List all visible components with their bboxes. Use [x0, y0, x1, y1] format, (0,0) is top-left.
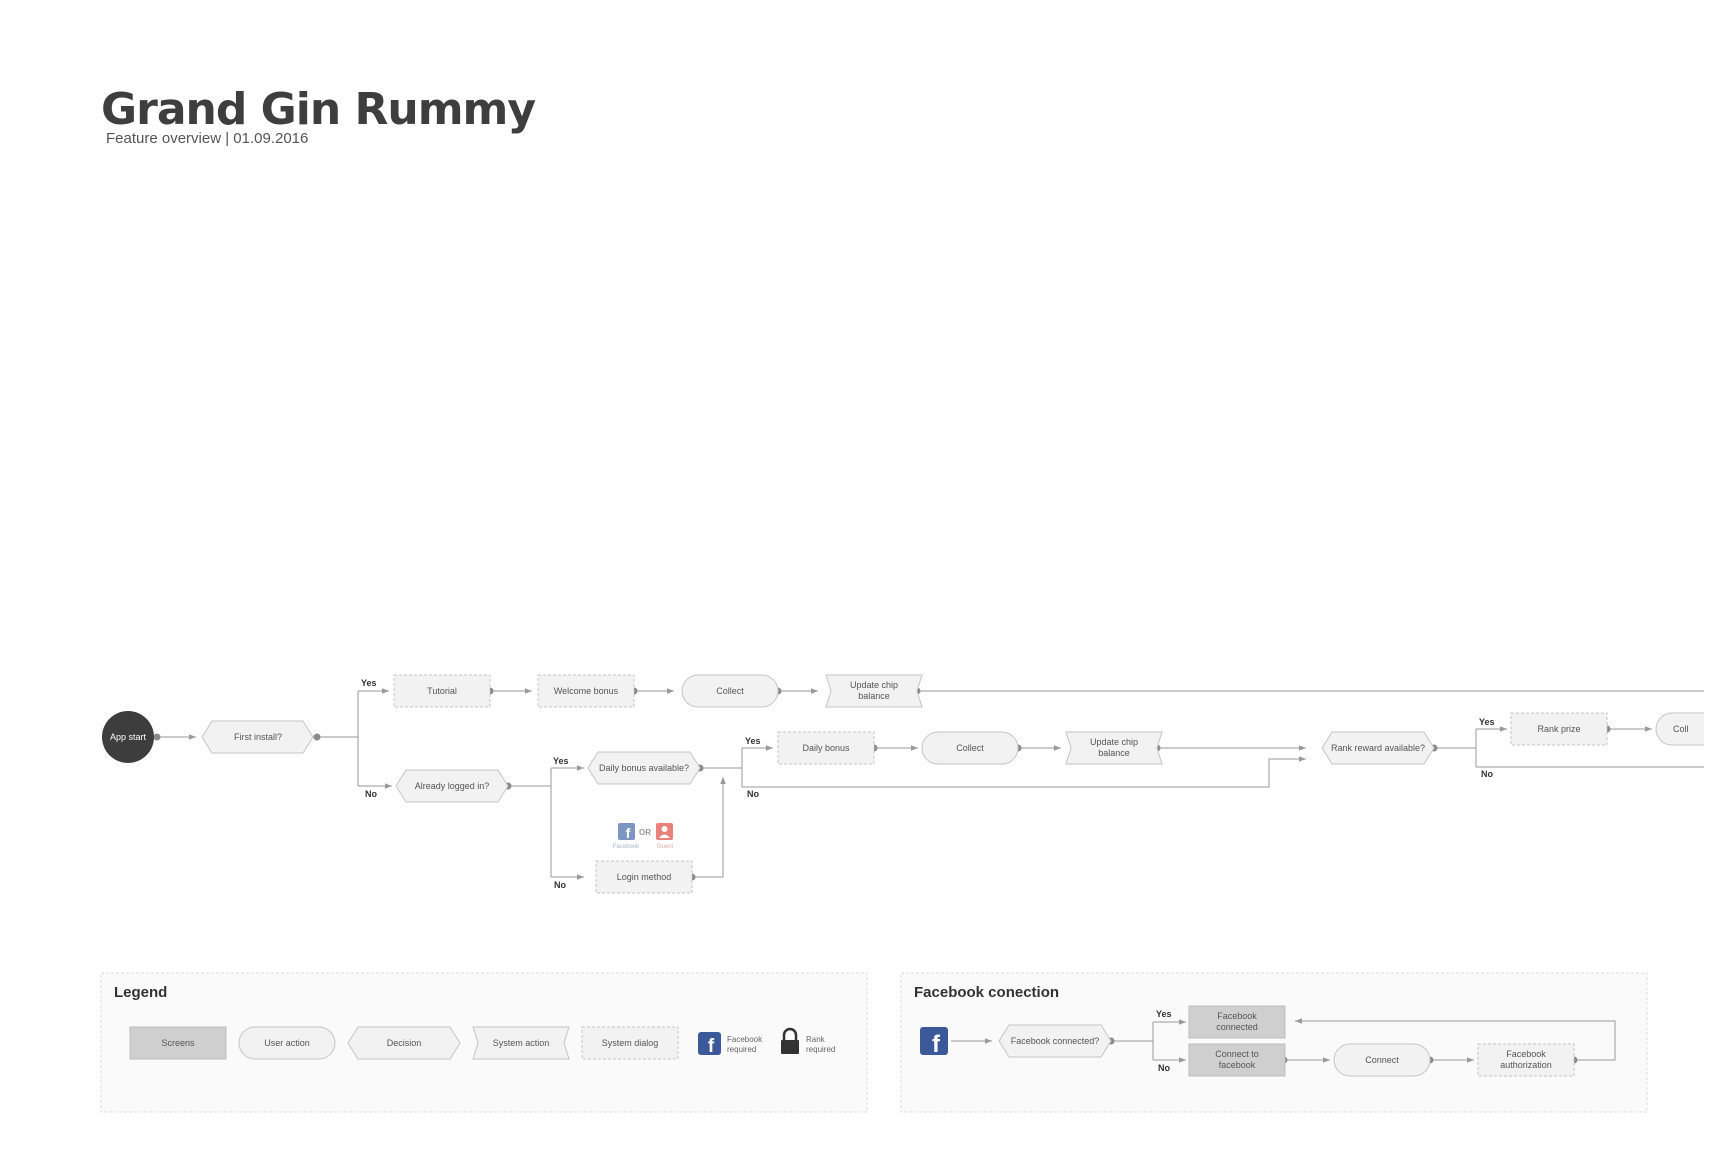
node-first-install-decision: First install? [201, 720, 314, 754]
fb-yes-label: Yes [1156, 1009, 1172, 1019]
legend-system-action: System action [472, 1026, 570, 1060]
facebook-connection-panel: Facebook conection f Facebook connected? [900, 972, 1648, 1113]
svg-text:f: f [932, 1031, 941, 1058]
node-collect-1-label: Collect [716, 686, 744, 696]
legend-facebook-required-line2: required [727, 1045, 756, 1054]
branch-labels: Yes No Yes No Yes No Yes No [361, 678, 1495, 890]
node-login-method-label: Login method [617, 872, 672, 882]
yes-label-logged-in: Yes [553, 756, 569, 766]
fb-authorization-line1: Facebook [1506, 1049, 1546, 1059]
fb-connected-decision-label: Facebook connected? [1011, 1036, 1100, 1046]
legend-rank-required-line1: Rank [806, 1035, 826, 1044]
yes-label-daily-bonus: Yes [745, 736, 761, 746]
lock-icon [781, 1027, 799, 1054]
legend-facebook-required: f Facebook required [698, 1032, 763, 1057]
node-already-logged-in-label: Already logged in? [415, 781, 490, 791]
legend-screens: Screens [129, 1026, 227, 1060]
node-tutorial-label: Tutorial [427, 686, 457, 696]
no-label-daily-bonus: No [747, 789, 759, 799]
node-already-logged-in-decision: Already logged in? [395, 769, 509, 803]
node-welcome-bonus-label: Welcome bonus [554, 686, 619, 696]
node-update-chip-1-line2: balance [858, 691, 890, 701]
node-rank-prize-label: Rank prize [1537, 724, 1580, 734]
fb-authorization-line2: authorization [1500, 1060, 1552, 1070]
node-collect-2-label: Collect [956, 743, 984, 753]
yes-label-first-install: Yes [361, 678, 377, 688]
legend-decision-label: Decision [387, 1038, 422, 1048]
login-facebook-caption: Facebook [613, 844, 640, 850]
flow-connectors [157, 688, 1704, 880]
node-update-chip-2-line2: balance [1098, 748, 1130, 758]
fb-connected-line2: connected [1216, 1022, 1258, 1032]
node-daily-bonus-dialog: Daily bonus [777, 731, 875, 765]
legend-decision: Decision [347, 1026, 461, 1060]
node-update-chip-2-line1: Update chip [1090, 737, 1138, 747]
svg-text:f: f [626, 825, 631, 841]
node-update-chip-1-system: Update chip balance [825, 674, 923, 708]
connect-action-label: Connect [1365, 1055, 1399, 1065]
node-daily-bonus-label: Daily bonus [802, 743, 850, 753]
node-update-chip-2-system: Update chip balance [1065, 731, 1163, 765]
page-subtitle: Feature overview | 01.09.2016 [106, 130, 309, 147]
node-welcome-bonus-dialog: Welcome bonus [537, 674, 635, 708]
legend-user-action-label: User action [264, 1038, 310, 1048]
node-collect-3-label: Coll [1673, 724, 1689, 734]
facebook-connection-connectors [951, 1018, 1616, 1063]
fb-connected-line1: Facebook [1217, 1011, 1257, 1021]
legend-system-action-label: System action [493, 1038, 550, 1048]
fb-no-label: No [1158, 1063, 1170, 1073]
no-label-first-install: No [365, 789, 377, 799]
legend-system-dialog-label: System dialog [602, 1038, 659, 1048]
guest-icon [656, 823, 673, 840]
node-app-start: App start [102, 711, 154, 763]
node-update-chip-1-line1: Update chip [850, 680, 898, 690]
legend-facebook-required-line1: Facebook [727, 1035, 763, 1044]
facebook-connection-title: Facebook conection [914, 984, 1059, 1001]
no-label-logged-in: No [554, 880, 566, 890]
legend-rank-required: Rank required [781, 1027, 835, 1054]
node-app-start-label: App start [110, 732, 147, 742]
node-daily-bonus-available-decision: Daily bonus available? [587, 751, 701, 785]
connect-to-facebook-line2: facebook [1219, 1060, 1256, 1070]
facebook-icon: f [920, 1027, 948, 1058]
login-or-label: OR [639, 828, 651, 837]
connect-to-facebook-line1: Connect to [1215, 1049, 1259, 1059]
legend-panel: Legend Screens User action Decision Syst… [100, 972, 868, 1113]
node-collect-2-action: Collect [921, 731, 1019, 765]
page-title: Grand Gin Rummy [101, 84, 536, 135]
svg-text:f: f [708, 1036, 715, 1057]
node-collect-1-action: Collect [681, 674, 779, 708]
facebook-icon: f [698, 1032, 721, 1057]
facebook-authorization-dialog: Facebook authorization [1477, 1043, 1575, 1077]
connect-to-facebook-screen: Connect to facebook [1188, 1043, 1286, 1077]
node-tutorial-dialog: Tutorial [393, 674, 491, 708]
fb-connected-screen: Facebook connected [1188, 1005, 1286, 1039]
connect-action: Connect [1333, 1043, 1431, 1077]
node-first-install-label: First install? [234, 732, 282, 742]
node-daily-bonus-available-label: Daily bonus available? [599, 763, 689, 773]
connector-dots [153, 687, 1611, 881]
legend-screens-label: Screens [161, 1038, 195, 1048]
login-options: f OR Facebook Guest [613, 823, 673, 850]
node-rank-prize-dialog: Rank prize [1510, 712, 1608, 746]
login-guest-caption: Guest [657, 844, 673, 850]
node-login-method-dialog: Login method [595, 860, 693, 894]
node-rank-reward-label: Rank reward available? [1331, 743, 1425, 753]
yes-label-rank-reward: Yes [1479, 717, 1495, 727]
legend-user-action: User action [238, 1026, 336, 1060]
facebook-icon: f [618, 823, 635, 841]
fb-connected-decision: Facebook connected? [998, 1024, 1112, 1058]
legend-rank-required-line2: required [806, 1045, 835, 1054]
legend-system-dialog: System dialog [581, 1026, 679, 1060]
node-rank-reward-decision: Rank reward available? [1321, 731, 1435, 765]
no-label-rank-reward: No [1481, 769, 1493, 779]
legend-title: Legend [114, 984, 167, 1001]
